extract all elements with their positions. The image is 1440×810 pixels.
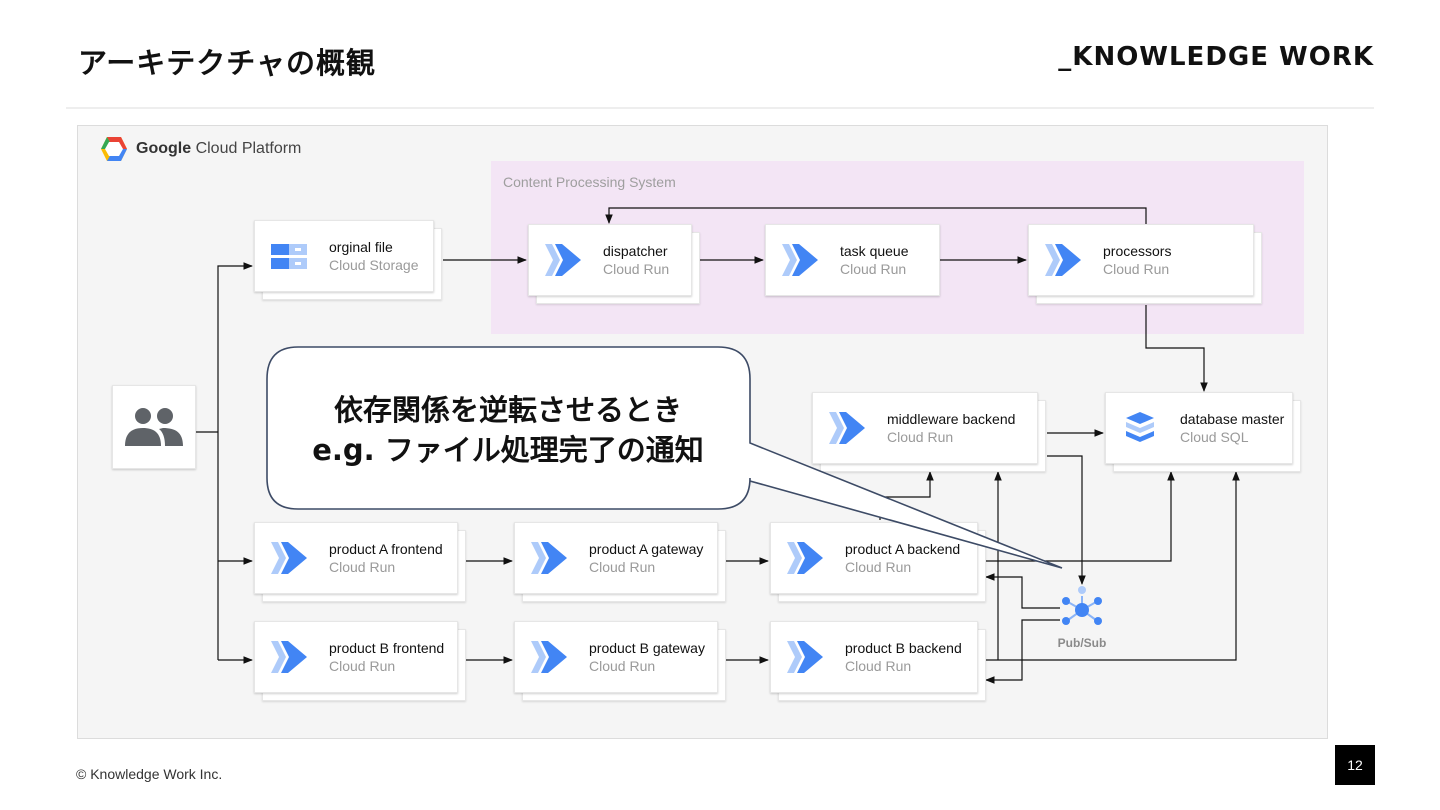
callout-text: 依存関係を逆転させるとき e.g. ファイル処理完了の通知 [268, 390, 748, 470]
brand-logo: _KNOWLEDGE WORK [1058, 42, 1374, 72]
cloud-run-icon [782, 244, 818, 276]
cloud-storage-icon [271, 244, 307, 269]
cloud-sql-icon [1126, 412, 1154, 442]
node-name: product B gateway [589, 640, 705, 656]
node-name: product A frontend [329, 541, 443, 557]
cloud-run-icon [531, 641, 567, 673]
node-name: middleware backend [887, 411, 1016, 427]
node-service: Cloud Run [329, 559, 396, 575]
node-name: database master [1180, 411, 1285, 427]
node-service: Cloud Storage [329, 257, 419, 273]
cloud-run-icon [531, 542, 567, 574]
callout-line-1: 依存関係を逆転させるとき [333, 393, 682, 427]
pubsub-label: Pub/Sub [1057, 636, 1107, 650]
node-service: Cloud SQL [1180, 429, 1249, 445]
cloud-run-icon [271, 641, 307, 673]
node-service: Cloud Run [887, 429, 954, 445]
node-service: Cloud Run [1103, 261, 1170, 277]
node-name: product B frontend [329, 640, 445, 656]
cloud-run-icon [545, 244, 581, 276]
node-name: task queue [840, 243, 909, 259]
pubsub-icon [1062, 586, 1102, 625]
node-service: Cloud Run [840, 261, 907, 277]
node-name: product B backend [845, 640, 962, 656]
header-divider [66, 107, 1374, 109]
callout-line-2: e.g. ファイル処理完了の通知 [312, 433, 704, 467]
gcp-label: Google Cloud Platform [100, 136, 301, 162]
footer-copyright: © Knowledge Work Inc. [76, 766, 223, 782]
page-number: 12 [1335, 745, 1375, 785]
node-name: processors [1103, 243, 1172, 259]
node-name: orginal file [329, 239, 393, 255]
node-service: Cloud Run [589, 658, 656, 674]
content-processing-label: Content Processing System [503, 174, 676, 190]
pubsub-node[interactable] [1056, 584, 1108, 636]
node-service: Cloud Run [603, 261, 670, 277]
gcp-logo-icon [101, 137, 127, 161]
cloud-run-icon [1045, 244, 1081, 276]
node-name: product A gateway [589, 541, 704, 557]
gcp-brand-bold: Google [136, 140, 192, 157]
node-service: Cloud Run [589, 559, 656, 575]
users-icon [125, 408, 183, 446]
node-service: Cloud Run [845, 559, 912, 575]
cloud-run-icon [787, 542, 823, 574]
node-service: Cloud Run [329, 658, 396, 674]
node-name: dispatcher [603, 243, 668, 259]
users-node[interactable] [112, 385, 196, 469]
cloud-run-icon [271, 542, 307, 574]
node-name: product A backend [845, 541, 961, 557]
cloud-run-icon [787, 641, 823, 673]
page-title: アーキテクチャの概観 [78, 46, 376, 80]
gcp-brand-rest: Cloud Platform [195, 140, 302, 157]
cloud-run-icon [829, 412, 865, 444]
node-service: Cloud Run [845, 658, 912, 674]
